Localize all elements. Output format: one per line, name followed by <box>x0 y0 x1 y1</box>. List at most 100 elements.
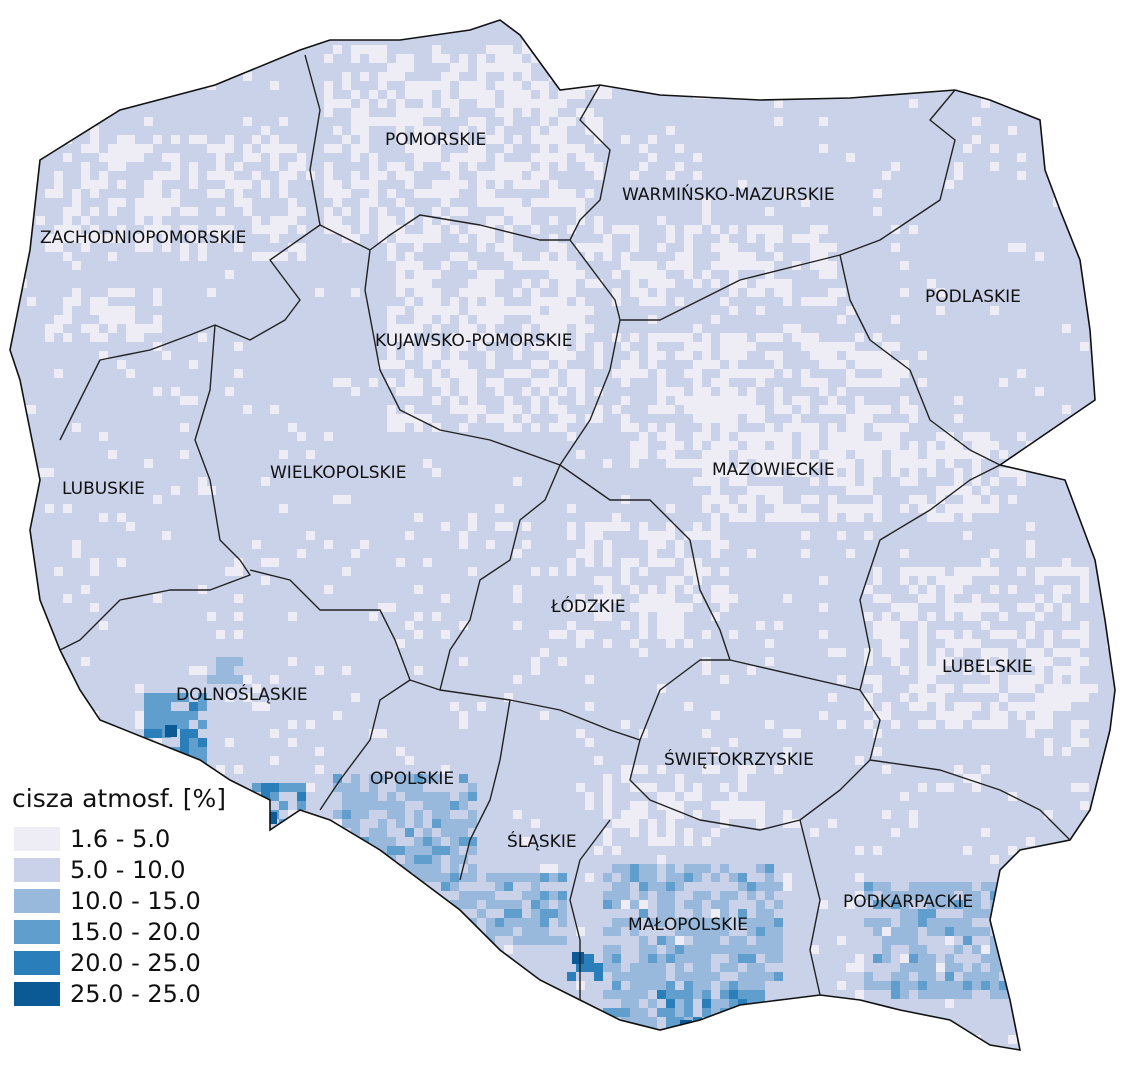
raster-cell <box>801 342 810 351</box>
raster-cell <box>900 918 909 927</box>
raster-cell <box>63 207 72 216</box>
raster-cell <box>549 324 558 333</box>
raster-cell <box>621 999 630 1008</box>
raster-cell <box>81 234 90 243</box>
raster-cell <box>630 999 639 1008</box>
raster-cell <box>630 783 639 792</box>
raster-cell <box>783 513 792 522</box>
raster-cell <box>567 270 576 279</box>
raster-cell <box>558 162 567 171</box>
raster-cell <box>900 360 909 369</box>
raster-cell <box>270 675 279 684</box>
raster-cell <box>450 360 459 369</box>
raster-cell <box>189 702 198 711</box>
raster-cell <box>576 108 585 117</box>
raster-cell <box>711 594 720 603</box>
raster-cell <box>657 900 666 909</box>
raster-cell <box>342 819 351 828</box>
raster-cell <box>603 873 612 882</box>
raster-cell <box>801 333 810 342</box>
raster-cell <box>999 909 1008 918</box>
raster-cell <box>36 468 45 477</box>
raster-cell <box>549 180 558 189</box>
raster-cell <box>900 450 909 459</box>
raster-cell <box>675 1017 684 1026</box>
raster-cell <box>243 207 252 216</box>
raster-cell <box>738 972 747 981</box>
raster-cell <box>540 315 549 324</box>
raster-cell <box>459 720 468 729</box>
raster-cell <box>720 234 729 243</box>
raster-cell <box>918 621 927 630</box>
raster-cell <box>1044 630 1053 639</box>
raster-cell <box>774 900 783 909</box>
raster-cell <box>603 783 612 792</box>
raster-cell <box>405 756 414 765</box>
raster-cell <box>540 45 549 54</box>
raster-cell <box>405 54 414 63</box>
raster-cell <box>504 63 513 72</box>
raster-cell <box>1035 657 1044 666</box>
raster-cell <box>432 351 441 360</box>
raster-cell <box>630 423 639 432</box>
raster-cell <box>819 360 828 369</box>
raster-cell <box>1044 1026 1053 1035</box>
raster-cell <box>603 945 612 954</box>
raster-cell <box>972 117 981 126</box>
raster-cell <box>531 396 540 405</box>
raster-cell <box>720 963 729 972</box>
raster-cell <box>531 306 540 315</box>
raster-cell <box>504 45 513 54</box>
raster-cell <box>639 648 648 657</box>
raster-cell <box>414 666 423 675</box>
raster-cell <box>558 414 567 423</box>
raster-cell <box>414 387 423 396</box>
raster-cell <box>810 459 819 468</box>
raster-cell <box>27 63 36 72</box>
raster-cell <box>585 252 594 261</box>
raster-cell <box>612 513 621 522</box>
raster-cell <box>1071 675 1080 684</box>
raster-cell <box>90 297 99 306</box>
raster-cell <box>1017 702 1026 711</box>
raster-cell <box>531 288 540 297</box>
raster-cell <box>621 558 630 567</box>
raster-cell <box>540 99 549 108</box>
raster-cell <box>540 279 549 288</box>
raster-cell <box>504 117 513 126</box>
raster-cell <box>279 225 288 234</box>
raster-cell <box>828 261 837 270</box>
raster-cell <box>675 945 684 954</box>
raster-cell <box>963 612 972 621</box>
raster-cell <box>396 135 405 144</box>
raster-cell <box>468 396 477 405</box>
raster-cell <box>630 927 639 936</box>
raster-cell <box>405 261 414 270</box>
raster-cell <box>774 882 783 891</box>
raster-cell <box>486 378 495 387</box>
raster-cell <box>522 207 531 216</box>
raster-cell <box>162 153 171 162</box>
raster-cell <box>342 792 351 801</box>
raster-cell <box>630 450 639 459</box>
raster-cell <box>819 900 828 909</box>
raster-cell <box>378 828 387 837</box>
raster-cell <box>1035 72 1044 81</box>
raster-cell <box>198 135 207 144</box>
raster-cell <box>459 855 468 864</box>
raster-cell <box>657 630 666 639</box>
raster-cell <box>432 45 441 54</box>
raster-cell <box>180 225 189 234</box>
raster-cell <box>1026 657 1035 666</box>
raster-cell <box>882 405 891 414</box>
raster-cell <box>1107 72 1115 81</box>
raster-cell <box>846 351 855 360</box>
raster-cell <box>243 198 252 207</box>
raster-cell <box>747 765 756 774</box>
raster-cell <box>360 117 369 126</box>
raster-cell <box>495 108 504 117</box>
raster-cell <box>702 396 711 405</box>
raster-cell <box>639 864 648 873</box>
raster-cell <box>639 972 648 981</box>
raster-cell <box>441 936 450 945</box>
